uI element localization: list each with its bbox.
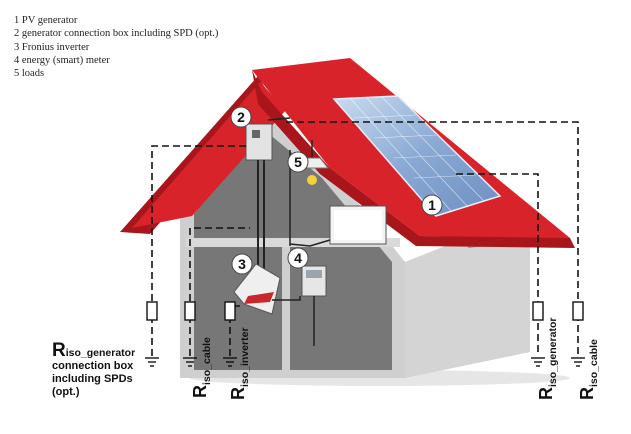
ground-symbol (183, 357, 197, 367)
label-riso-cable-right: R iso_cable (577, 339, 600, 400)
floor-slab (186, 238, 400, 247)
ground-symbol (223, 357, 237, 367)
svg-text:1: 1 (428, 197, 436, 213)
pv-panel-grid (349, 96, 485, 213)
label-riso-cable-left: R iso_cable (190, 337, 213, 398)
svg-text:R: R (536, 387, 556, 400)
marker-3: 3 (231, 253, 253, 275)
ground-symbol (145, 357, 159, 367)
svg-text:R: R (577, 387, 597, 400)
svg-text:iso_inverter: iso_inverter (239, 327, 251, 387)
riso-symbol: R (52, 340, 66, 361)
inverter-stripe (244, 292, 274, 304)
marker-5: 5 (287, 151, 309, 173)
riso-caption-line2: including SPDs (52, 373, 133, 385)
riso-caption-line3: (opt.) (52, 386, 80, 398)
riso-subscript: iso_generator (65, 347, 136, 359)
pv-cable (267, 117, 291, 121)
resistor-cable-right (572, 301, 584, 321)
riso-cable-left-path (189, 227, 250, 356)
label-riso-inverter: R iso_inverter (228, 327, 251, 400)
connection-box-switch (252, 130, 260, 138)
resistors (146, 301, 584, 321)
legend-item-pv-generator: 1 PV generator (14, 15, 78, 26)
light-bulb (307, 175, 317, 185)
ground-symbols (145, 357, 585, 367)
tv-cable (289, 239, 331, 247)
riso-generator-box-path (151, 145, 246, 356)
svg-text:R: R (228, 387, 248, 400)
house-side-wall (405, 212, 530, 378)
connection-box (245, 123, 273, 161)
pv-panel (332, 95, 502, 217)
svg-text:iso_generator: iso_generator (547, 318, 559, 387)
riso-caption-line1: connection box (52, 360, 134, 372)
resistor-generator-right (532, 301, 544, 321)
smart-meter-display (306, 270, 322, 278)
legend: 1 PV generator 2 generator connection bo… (14, 14, 218, 80)
tv-screen (334, 210, 382, 240)
marker-1: 1 (421, 194, 443, 216)
legend-item-loads: 5 loads (14, 68, 45, 80)
marker-4: 4 (287, 247, 309, 269)
riso-generator-right-path (456, 173, 539, 356)
svg-text:iso_cable: iso_cable (588, 339, 600, 387)
riso-cable-right-path (286, 121, 579, 356)
svg-text:4: 4 (294, 250, 302, 266)
resistor-inverter (224, 301, 236, 321)
svg-text:iso_cable: iso_cable (201, 337, 213, 385)
marker-2: 2 (230, 106, 252, 128)
legend-item-smart-meter: 4 energy (smart) meter (14, 54, 110, 66)
svg-text:3: 3 (238, 256, 246, 272)
label-riso-generator-box: Riso_generator connection box including … (52, 341, 136, 399)
legend-item-connection-box: 2 generator connection box including SPD… (14, 28, 219, 40)
interior-wall (282, 247, 290, 370)
ac-cable (272, 296, 301, 301)
legend-item-inverter: 3 Fronius inverter (14, 41, 90, 53)
ground-symbol (531, 357, 545, 367)
svg-text:R: R (190, 385, 210, 398)
ground-symbol (571, 357, 585, 367)
svg-text:5: 5 (294, 154, 302, 170)
resistor-cable-left (184, 301, 196, 321)
label-riso-generator-right: R iso_generator (536, 318, 559, 400)
svg-text:2: 2 (237, 109, 245, 125)
resistor-generator-box (146, 301, 158, 321)
